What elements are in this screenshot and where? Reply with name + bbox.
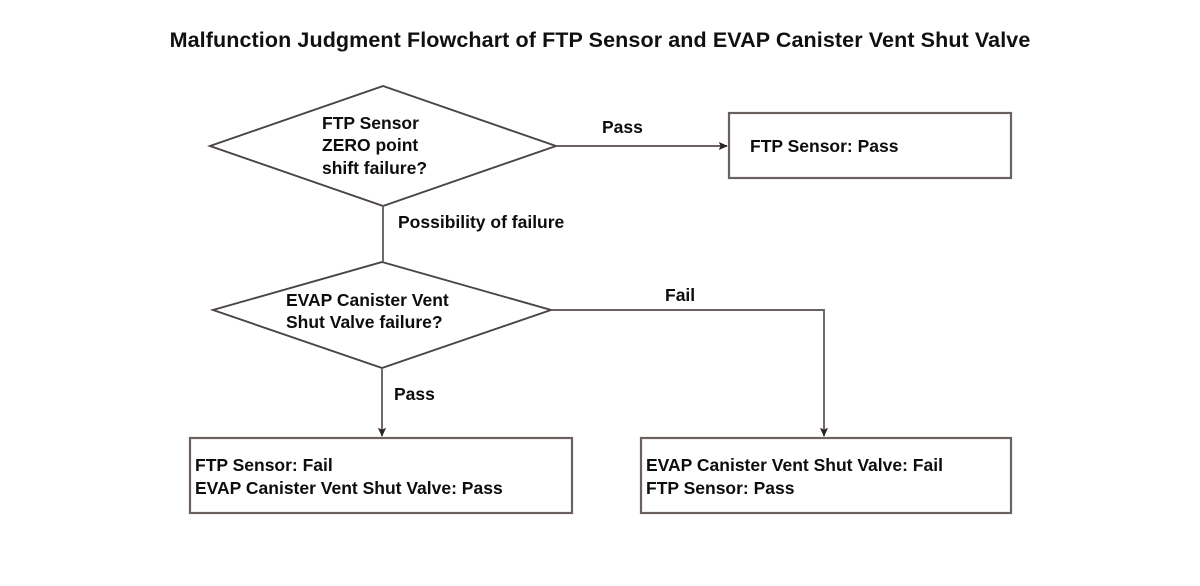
result-ftp-pass-shape[interactable]	[727, 111, 1013, 180]
connector-d2-to-evap-fail	[551, 309, 829, 437]
decision-2-node[interactable]	[213, 262, 551, 368]
result-ftp-fail-shape[interactable]	[188, 436, 574, 515]
result-ftp-fail-node[interactable]	[190, 438, 572, 513]
result-evap-fail-shape[interactable]	[639, 436, 1013, 515]
result-evap-fail-node[interactable]	[641, 438, 1011, 513]
decision-1-node[interactable]	[210, 86, 556, 206]
result-ftp-pass-node[interactable]	[729, 113, 1011, 178]
page-title: Malfunction Judgment Flowchart of FTP Se…	[169, 28, 1031, 52]
